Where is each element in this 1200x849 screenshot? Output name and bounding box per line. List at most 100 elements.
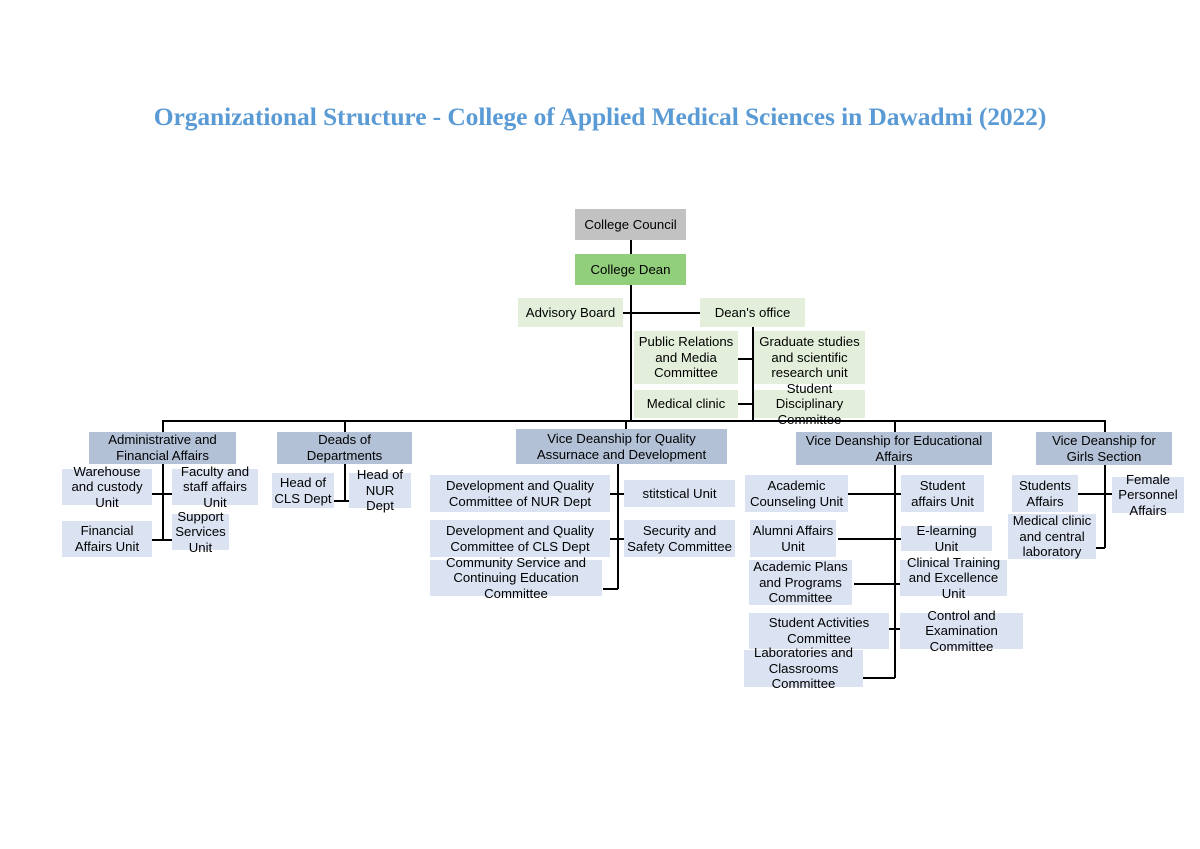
node-deans-office[interactable]: Dean's office (700, 298, 805, 327)
connector-edu-row2-right (894, 538, 904, 540)
node-financial-affairs-unit[interactable]: Financial Affairs Unit (62, 521, 152, 557)
node-label: Graduate studies and scientific research… (759, 334, 860, 381)
node-public-relations-media-committee[interactable]: Public Relations and Media Committee (634, 331, 738, 384)
node-head-of-nur-dept[interactable]: Head of NUR Dept (349, 467, 411, 513)
node-community-service-continuing-education[interactable]: Community Service and Continuing Educati… (430, 555, 602, 601)
node-label: Development and Quality Committee of NUR… (445, 477, 595, 509)
node-college-council[interactable]: College Council (575, 209, 686, 240)
connector-bus-drop-depts (344, 420, 346, 432)
node-head-of-cls-dept[interactable]: Head of CLS Dept (272, 473, 334, 508)
node-label: Administrative and Financial Affairs (108, 432, 217, 463)
connector-main-bus (162, 420, 1106, 422)
node-label: stitstical Unit (642, 485, 717, 501)
connector-depts-row1-left (330, 500, 345, 502)
connector-bus-drop-quality (625, 420, 627, 432)
node-label: Alumni Affairs Unit (752, 522, 834, 554)
node-advisory-board[interactable]: Advisory Board (518, 298, 623, 327)
connector-deansoffice-row1-left (738, 358, 753, 360)
node-label: Vice Deanship for Girls Section (1052, 432, 1156, 464)
node-academic-plans-programs-committee[interactable]: Academic Plans and Programs Committee (749, 559, 852, 606)
node-label: Public Relations and Media Committee (638, 334, 734, 381)
node-label: E-learning Unit (916, 522, 977, 554)
connector-edu-row3-right (894, 583, 904, 585)
node-label: Vice Deanship for Quality Assurnace and … (536, 430, 707, 462)
node-student-affairs-unit[interactable]: Student affairs Unit (901, 475, 984, 512)
node-label: Student Disciplinary Committee (775, 380, 844, 427)
branch-header-deads-of-departments[interactable]: Deads of Departments (277, 432, 412, 464)
connector-admin-row1-left (148, 493, 163, 495)
connector-depts-stem (344, 464, 346, 500)
node-support-services-unit[interactable]: Support Services Unit (172, 509, 229, 555)
node-medical-clinic-central-laboratory[interactable]: Medical clinic and central laboratory (1008, 513, 1096, 560)
node-warehouse-custody-unit[interactable]: Warehouse and custody Unit (62, 464, 152, 510)
connector-bus-drop-edu (894, 420, 896, 432)
node-control-examination-committee[interactable]: Control and Examination Committee (900, 608, 1023, 654)
node-label: Students Affairs (1018, 477, 1072, 509)
node-label: Advisory Board (525, 304, 616, 320)
connector-edu-row3-left (854, 583, 895, 585)
node-label: Support Services Unit (175, 508, 226, 555)
node-label: Academic Counseling Unit (749, 477, 844, 509)
node-label: Academic Plans and Programs Committee (753, 559, 848, 606)
connector-edu-row5-left (858, 677, 895, 679)
branch-header-vice-deanship-quality-assurance[interactable]: Vice Deanship for Quality Assurnace and … (516, 429, 727, 464)
node-student-disciplinary-committee[interactable]: Student Disciplinary Committee (754, 381, 865, 427)
node-label: Female Personnel Affairs (1118, 471, 1178, 518)
connector-edu-row1-right (894, 493, 904, 495)
node-students-affairs[interactable]: Students Affairs (1012, 475, 1078, 512)
node-female-personnel-affairs[interactable]: Female Personnel Affairs (1112, 472, 1184, 518)
page-title: Organizational Structure - College of Ap… (153, 102, 1047, 131)
node-clinical-training-excellence-unit[interactable]: Clinical Training and Excellence Unit (900, 555, 1007, 601)
node-alumni-affairs-unit[interactable]: Alumni Affairs Unit (750, 520, 836, 557)
connector-deansoffice-stem (752, 326, 754, 421)
node-e-learning-unit[interactable]: E-learning Unit (901, 522, 992, 554)
node-label: Laboratories and Classrooms Committee (754, 645, 853, 692)
connector-admin-row2-right (162, 539, 177, 541)
node-label: Warehouse and custody Unit (71, 463, 143, 510)
node-label: Control and Examination Committee (925, 607, 998, 654)
connector-bus-drop-girls (1104, 420, 1106, 432)
connector-quality-row2-left (603, 538, 618, 540)
node-label: Vice Deanship for Educational Affairs (805, 432, 983, 464)
node-label: Financial Affairs Unit (74, 523, 140, 554)
node-student-activities-committee[interactable]: Student Activities Committee (749, 613, 889, 649)
node-label: Security and Safety Committee (627, 522, 732, 554)
branch-header-administrative-financial-affairs[interactable]: Administrative and Financial Affairs (89, 432, 236, 464)
node-security-safety-committee[interactable]: Security and Safety Committee (624, 520, 735, 557)
node-laboratories-classrooms-committee[interactable]: Laboratories and Classrooms Committee (744, 645, 863, 691)
connector-girls-row1-right (1104, 493, 1119, 495)
connector-bus-drop-admin (162, 420, 164, 432)
node-development-quality-committee-cls[interactable]: Development and Quality Committee of CLS… (430, 520, 610, 557)
node-development-quality-committee-nur[interactable]: Development and Quality Committee of NUR… (430, 475, 610, 512)
node-medical-clinic[interactable]: Medical clinic (634, 390, 738, 418)
node-label: College Dean (590, 261, 671, 277)
node-stitstical-unit[interactable]: stitstical Unit (624, 480, 735, 507)
node-graduate-studies-research-unit[interactable]: Graduate studies and scientific research… (754, 331, 865, 384)
node-label: Student affairs Unit (911, 477, 974, 509)
connector-advisory-deansoffice (623, 312, 753, 314)
connector-edu-stem (894, 465, 896, 678)
connector-admin-row1-right (162, 493, 177, 495)
node-college-dean[interactable]: College Dean (575, 254, 686, 285)
branch-header-vice-deanship-educational-affairs[interactable]: Vice Deanship for Educational Affairs (796, 432, 992, 465)
node-label: Clinical Training and Excellence Unit (906, 554, 1001, 601)
connector-admin-row2-left (148, 539, 163, 541)
node-faculty-staff-affairs-unit[interactable]: Faculty and staff affairs Unit (172, 464, 258, 510)
connector-council-to-dean (630, 240, 632, 254)
node-label: Faculty and staff affairs Unit (180, 463, 250, 510)
node-label: Dean's office (714, 304, 791, 320)
connector-girls-row1-left (1076, 493, 1105, 495)
node-label: Deads of Departments (306, 432, 383, 463)
branch-header-vice-deanship-girls-section[interactable]: Vice Deanship for Girls Section (1036, 432, 1172, 465)
node-label: College Council (584, 216, 677, 232)
node-academic-counseling-unit[interactable]: Academic Counseling Unit (745, 475, 848, 512)
connector-girls-row2-left (1093, 547, 1105, 549)
node-label: Medical clinic and central laboratory (1012, 513, 1092, 560)
node-label: Development and Quality Committee of CLS… (445, 522, 595, 554)
connector-deansoffice-row2-left (738, 403, 753, 405)
connector-dean-to-bus (630, 285, 632, 421)
connector-quality-row1-left (603, 493, 618, 495)
connector-edu-row2-left (838, 538, 895, 540)
node-label: Medical clinic (646, 396, 726, 412)
